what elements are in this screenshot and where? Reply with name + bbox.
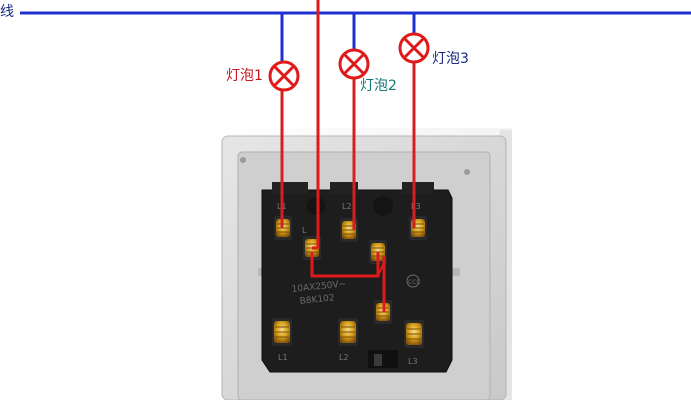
terminal-label-top-l3: L3 xyxy=(411,202,421,211)
cert-mark-icon xyxy=(406,274,420,288)
boss-icon xyxy=(373,196,393,216)
bulb-2-label: 灯泡2 xyxy=(360,78,397,94)
switch-slot xyxy=(368,350,398,368)
switch-body-tab xyxy=(330,182,358,194)
lamp-symbol-icon xyxy=(338,48,370,80)
mount-hole-icon xyxy=(464,169,470,175)
terminal-label-bottom-l3: L3 xyxy=(408,357,418,366)
screw-terminal-icon xyxy=(409,216,427,240)
boss-icon xyxy=(307,197,325,215)
lamp-symbol-icon xyxy=(268,60,300,92)
neutral-line-label: 线 xyxy=(0,4,14,20)
switch-body-tab xyxy=(402,182,434,194)
screw-terminal-icon xyxy=(404,320,424,348)
terminal-label-bottom-l2: L2 xyxy=(339,353,349,362)
common-jumper-link xyxy=(377,261,385,277)
mount-slot-icon xyxy=(452,268,460,276)
terminal-label-bottom-l1: L1 xyxy=(278,353,288,362)
screw-terminal-icon xyxy=(272,318,292,346)
slot-detail xyxy=(374,354,382,366)
bulb-3-label: 灯泡3 xyxy=(432,51,469,67)
bulb-1-label: 灯泡1 xyxy=(226,68,263,84)
cert-mark-text: CCC xyxy=(408,279,421,286)
model-marking: B8K102 xyxy=(299,293,335,307)
terminal-label-l: L xyxy=(302,226,307,235)
terminal-label-top-l2: L2 xyxy=(342,202,352,211)
screw-terminal-icon xyxy=(338,318,358,346)
common-jumper-wire xyxy=(310,252,380,278)
mount-hole-icon xyxy=(240,157,246,163)
lamp-symbol-icon xyxy=(398,32,430,64)
switch-body-tab xyxy=(272,182,308,194)
